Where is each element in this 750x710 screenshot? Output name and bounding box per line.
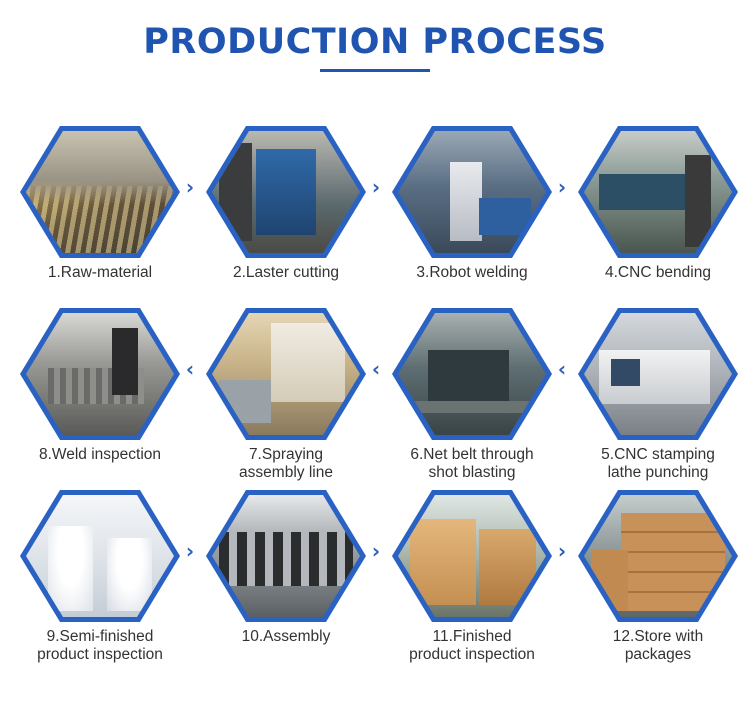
step-label: 8.Weld inspection	[38, 446, 162, 463]
store-packages-photo	[584, 495, 732, 617]
page-title: PRODUCTION PROCESS	[143, 22, 607, 62]
title-underline	[320, 69, 430, 72]
arrow-right-icon: ›	[185, 539, 195, 563]
step-label: 2.Laster cutting	[233, 264, 339, 281]
step-label: 1.Raw-material	[47, 264, 153, 281]
arrow-right-icon: ›	[185, 175, 195, 199]
arrow-right-icon: ›	[371, 175, 381, 199]
cnc-bending-photo	[584, 131, 732, 253]
arrow-right-icon: ›	[557, 539, 567, 563]
spraying-photo	[212, 313, 360, 435]
arrow-left-icon: ‹	[371, 357, 381, 381]
arrow-right-icon: ›	[557, 175, 567, 199]
arrow-left-icon: ‹	[557, 357, 567, 381]
cnc-stamping-photo	[584, 313, 732, 435]
weld-inspection-photo	[26, 313, 174, 435]
step-label: 10.Assembly	[241, 628, 331, 645]
arrow-right-icon: ›	[371, 539, 381, 563]
step-label: 3.Robot welding	[416, 264, 528, 281]
step-label: 4.CNC bending	[605, 264, 711, 281]
arrow-left-icon: ‹	[185, 357, 195, 381]
